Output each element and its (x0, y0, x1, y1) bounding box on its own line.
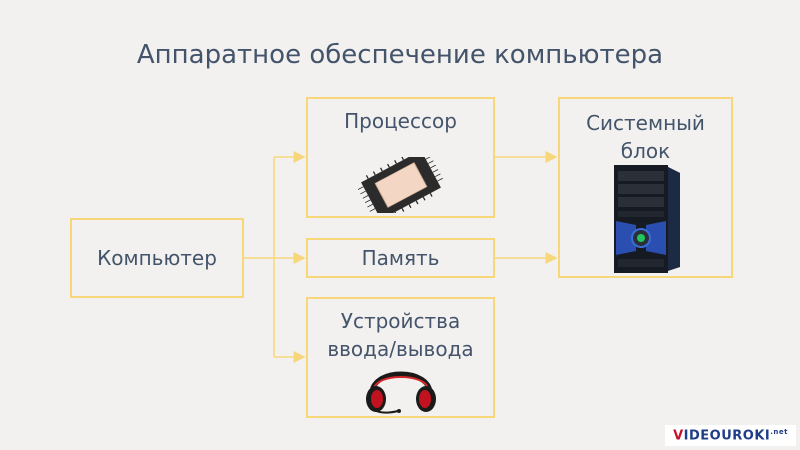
node-io-devices: Устройства ввода/вывода (306, 297, 495, 418)
watermark-logo-text: IDEOUROKI (683, 428, 771, 443)
pc-tower-icon (614, 165, 680, 273)
node-system-unit-label: Системный блок (586, 111, 705, 163)
node-memory: Память (306, 238, 495, 278)
headphones-icon (366, 371, 436, 414)
node-cpu-label: Процессор (344, 109, 457, 133)
node-cpu: Процессор (306, 97, 495, 218)
watermark-logo-accent: V (673, 428, 684, 443)
watermark-logo: VIDEOUROKI.net (665, 424, 796, 446)
page-title: Аппаратное обеспечение компьютера (136, 40, 664, 70)
watermark-logo-suffix: .net (770, 427, 788, 436)
node-computer-label: Компьютер (97, 246, 217, 270)
node-io-devices-label: Устройства ввода/вывода (327, 309, 474, 361)
cpu-chip-icon (358, 157, 443, 213)
node-system-unit: Системный блок (558, 97, 733, 278)
node-memory-label: Память (361, 246, 440, 270)
node-computer: Компьютер (70, 218, 244, 298)
